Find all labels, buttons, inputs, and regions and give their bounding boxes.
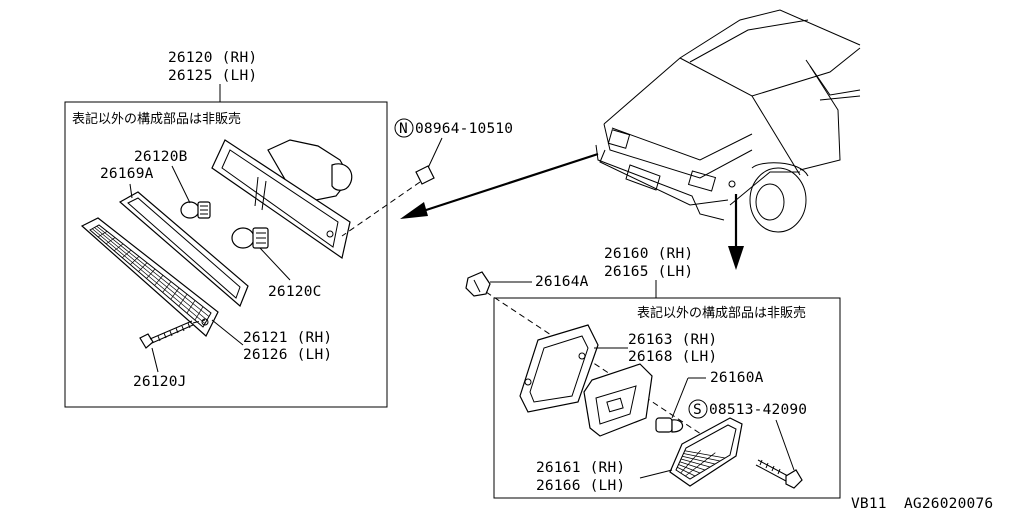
lens-left bbox=[80, 217, 219, 337]
leader-bulb-small bbox=[171, 165, 191, 204]
nut-leader bbox=[427, 137, 443, 169]
leader-lens-right bbox=[639, 469, 673, 479]
nut-callout: N 08964-10510 bbox=[341, 118, 513, 237]
screw-right bbox=[755, 459, 803, 489]
label-lens-left-lh: 26126 (LH) bbox=[243, 347, 332, 363]
leader-bulb-large bbox=[259, 247, 291, 281]
right-group-note: 表記以外の構成部品は非販売 bbox=[637, 305, 806, 321]
left-group: 26120 (RH) 26125 (LH) 表記以外の構成部品は非販売 2612… bbox=[64, 50, 388, 408]
leader-lens-left bbox=[211, 319, 244, 346]
label-gasket-right-rh: 26163 (RH) bbox=[628, 332, 717, 348]
left-group-note: 表記以外の構成部品は非販売 bbox=[72, 111, 241, 127]
screw-symbol-circle bbox=[688, 399, 708, 419]
car-illustration bbox=[595, 9, 861, 233]
nut-symbol: N bbox=[399, 121, 408, 137]
screw-leader bbox=[775, 419, 795, 471]
label-screw-left: 26120J bbox=[133, 374, 187, 390]
left-header-rh: 26120 (RH) bbox=[168, 50, 257, 66]
lamp-housing bbox=[211, 139, 353, 260]
socket-part bbox=[465, 271, 491, 297]
footer-code: VB11 bbox=[851, 496, 887, 512]
right-header-lh: 26165 (LH) bbox=[604, 264, 693, 280]
nut-part-number: 08964-10510 bbox=[415, 121, 513, 137]
label-lens-right-rh: 26161 (RH) bbox=[536, 460, 625, 476]
footer-ref: AG26020076 bbox=[904, 496, 993, 512]
lens-right bbox=[669, 417, 743, 487]
leader-screw-left bbox=[151, 347, 159, 373]
screw-callout: S 08513-42090 bbox=[688, 399, 807, 471]
right-group-box bbox=[493, 297, 841, 499]
left-group-box bbox=[64, 101, 388, 408]
screw-left bbox=[139, 319, 206, 349]
bulb-large bbox=[231, 227, 269, 249]
side-lamp-housing bbox=[583, 363, 653, 437]
label-bulb-right: 26160A bbox=[710, 370, 764, 386]
gasket-right bbox=[519, 324, 599, 413]
leader-bulb-right-b bbox=[671, 377, 689, 419]
label-socket: 26164A bbox=[535, 274, 589, 290]
nut-clip bbox=[415, 165, 435, 185]
label-bulb-large: 26120C bbox=[268, 284, 322, 300]
nut-dashed-line bbox=[341, 181, 421, 237]
left-header-lh: 26125 (LH) bbox=[168, 68, 257, 84]
nut-symbol-circle bbox=[394, 118, 414, 138]
label-bulb-small: 26120B bbox=[134, 149, 188, 165]
label-lens-left-rh: 26121 (RH) bbox=[243, 330, 332, 346]
right-header-rh: 26160 (RH) bbox=[604, 246, 693, 262]
right-group: 26160 (RH) 26165 (LH) 表記以外の構成部品は非販売 2616… bbox=[465, 246, 841, 499]
bulb-small bbox=[180, 201, 211, 219]
bulb-right bbox=[655, 417, 684, 433]
screw-part-number: 08513-42090 bbox=[709, 402, 807, 418]
leader-gasket-left bbox=[129, 183, 133, 199]
screw-symbol: S bbox=[693, 402, 702, 418]
label-gasket-left: 26169A bbox=[100, 166, 154, 182]
label-gasket-right-lh: 26168 (LH) bbox=[628, 349, 717, 365]
arrow-to-right-group bbox=[728, 194, 744, 270]
label-lens-right-lh: 26166 (LH) bbox=[536, 478, 625, 494]
arrow-to-left-group bbox=[400, 152, 599, 219]
